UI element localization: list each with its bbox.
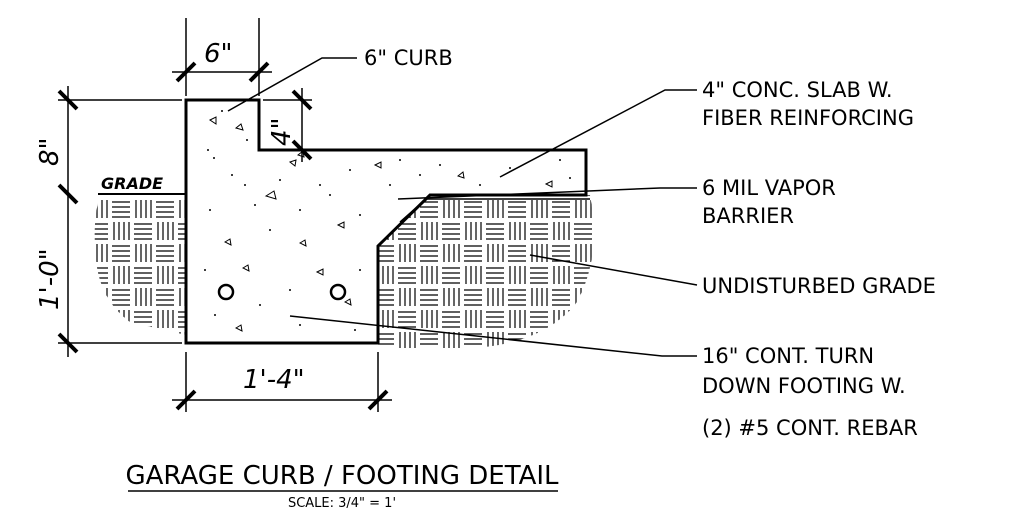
leader-undisturbed: [529, 254, 698, 286]
note-curb: 6" CURB: [364, 46, 453, 70]
note-footing-line1: 16" CONT. TURN: [702, 344, 874, 368]
concrete-aggregate: [209, 116, 553, 332]
note-vapor-line1: 6 MIL VAPOR: [702, 176, 836, 200]
dim-top-height-text: 8": [35, 137, 65, 166]
dimension-curb-height: [263, 88, 313, 162]
note-slab-line2: FIBER REINFORCING: [702, 106, 914, 130]
rebar-left: [217, 283, 235, 301]
dim-footing-width-text: 1'-4": [243, 365, 305, 395]
note-undisturbed: UNDISTURBED GRADE: [702, 274, 936, 298]
leader-curb: [227, 57, 357, 112]
note-vapor-line2: BARRIER: [702, 204, 794, 228]
grade-label: GRADE: [101, 174, 163, 193]
dim-curb-height-text: 4": [267, 117, 297, 146]
note-footing-line3: (2) #5 CONT. REBAR: [702, 416, 918, 440]
leader-slab: [499, 89, 697, 178]
dimension-left-vertical: [57, 86, 182, 357]
leader-vapor: [397, 187, 697, 200]
dim-bottom-height-text: 1'-0": [35, 248, 65, 310]
leader-footing: [289, 315, 697, 357]
leader-lines: [227, 57, 698, 357]
scale-label: SCALE: 3/4" = 1': [288, 496, 396, 508]
note-footing-line2: DOWN FOOTING W.: [702, 374, 906, 398]
dimension-curb-width: [172, 18, 272, 96]
dimension-footing-width: [172, 352, 392, 412]
dim-curb-width-text: 6": [204, 39, 233, 69]
undisturbed-grade-hatch-left: [94, 196, 186, 335]
rebar-right: [329, 283, 347, 301]
detail-title: GARAGE CURB / FOOTING DETAIL: [125, 461, 559, 491]
note-slab-line1: 4" CONC. SLAB W.: [702, 78, 893, 102]
